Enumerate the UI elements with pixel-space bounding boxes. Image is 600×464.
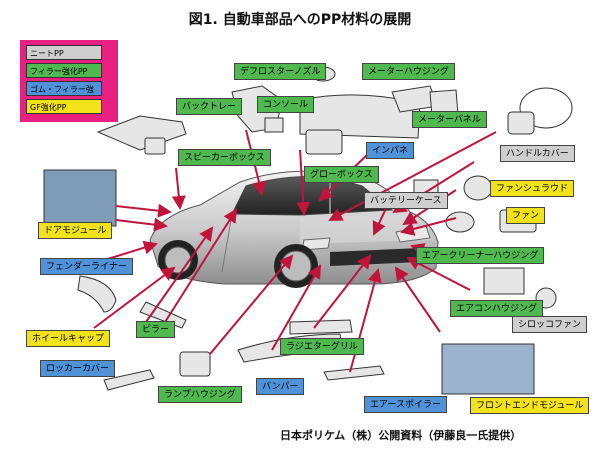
label-bumper: バンパー xyxy=(256,378,305,395)
figure-title: 図1. 自動車部品へのPP材料の展開 xyxy=(188,12,412,28)
inpane-sketch xyxy=(299,94,421,139)
label-rocker-cover: ロッカーカバー xyxy=(40,360,116,377)
source-credit: 日本ポリケム（株）公開資料（伊藤良一氏提供） xyxy=(280,429,522,442)
air-spoiler-sketch xyxy=(323,365,385,381)
fender-liner-sketch xyxy=(77,275,117,313)
label-battery-case: バッテリーケース xyxy=(364,192,448,209)
label-radiator-grille: ラジエターグリル xyxy=(280,338,364,355)
handle-cover-part-sketch xyxy=(507,111,535,135)
glove-box-sketch xyxy=(305,129,343,155)
label-front-end-module: フロントエンドモジュール xyxy=(470,397,590,414)
legend-filler-pp: フィラー強化PP xyxy=(26,63,102,78)
label-back-tray: バックトレー xyxy=(176,98,243,115)
label-meter-panel: メーターパネル xyxy=(412,111,487,128)
fan-shroud-sketch xyxy=(463,175,493,201)
label-console: コンソール xyxy=(257,96,315,113)
label-wheel-cap: ホイールキャップ xyxy=(26,330,111,347)
door-module-sketch xyxy=(43,169,117,227)
legend: ニートPP フィラー強化PP ゴム・フィラー強化PP GF強化PP xyxy=(20,40,118,122)
label-fan-shroud: ファンシュラウド xyxy=(490,180,575,197)
label-handle-cover: ハンドルカバー xyxy=(500,145,575,162)
speaker-box-sketch xyxy=(144,137,166,155)
radiator-grille-sketch xyxy=(289,319,353,335)
label-door-module: ドアモジュール xyxy=(38,222,113,239)
label-sirocco-fan: シロッコファン xyxy=(512,316,588,333)
aircon-housing-sketch xyxy=(483,267,525,295)
fan-sketch xyxy=(445,211,475,233)
label-glove-box: グローボックス xyxy=(304,166,379,183)
label-fan: ファン xyxy=(506,207,546,224)
rocker-cover-sketch xyxy=(103,369,155,391)
label-speaker-box: スピーカーボックス xyxy=(178,149,271,166)
legend-neat-pp: ニートPP xyxy=(26,45,102,60)
legend-gf-pp: GF強化PP xyxy=(26,99,102,114)
part-sketches xyxy=(43,66,573,395)
label-aircon-housing: エアコンハウジング xyxy=(450,300,544,317)
label-defroster-nozzle: デフロスターノズル xyxy=(234,63,327,80)
console-part-sketch xyxy=(264,117,284,133)
label-fender-liner: フェンダーライナー xyxy=(40,258,133,275)
label-pillar: ピラー xyxy=(136,321,176,338)
label-air-cleaner-housing: エアークリーナーハウジング xyxy=(416,247,545,264)
front-end-module-sketch xyxy=(441,343,535,395)
lamp-housing-sketch xyxy=(179,351,211,377)
car-illustration xyxy=(149,170,439,288)
back-tray-sketch xyxy=(96,115,187,151)
label-inpane: インパネ xyxy=(366,142,415,159)
label-air-spoiler: エアースポイラー xyxy=(364,396,448,413)
label-meter-housing: メーターハウジング xyxy=(362,63,455,80)
handle-cover-sketch xyxy=(519,87,573,129)
label-lamp-housing: ランプハウジング xyxy=(158,386,242,403)
